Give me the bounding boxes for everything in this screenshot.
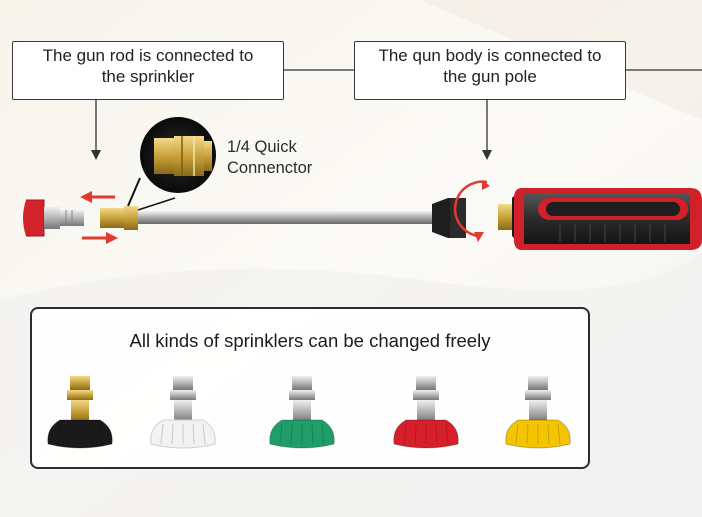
rotate-arrows-icon (453, 180, 490, 242)
gun-rod-callout-line1: The gun rod is connected to (42, 46, 254, 65)
sprinkler-tip-black-icon (47, 376, 113, 449)
gun-rod-callout-line2: the sprinkler (101, 67, 195, 86)
sprinkler-tip-white-icon (150, 376, 216, 449)
panel-title: All kinds of sprinklers can be changed f… (129, 330, 491, 351)
gun-body-callout: The qun body is connected to the gun pol… (354, 41, 626, 100)
quick-connector-label-line2: Connenctor (227, 159, 313, 177)
quick-connector-label: 1/4 Quick Connenctor (227, 137, 312, 179)
gun-body-icon (498, 188, 702, 250)
quick-connector-label-line1: 1/4 Quick (227, 138, 297, 156)
sprinkler-tip-red-icon (393, 376, 459, 449)
red-nozzle-icon (23, 199, 84, 237)
gun-body-callout-line1: The qun body is connected to (378, 46, 602, 65)
gun-body-callout-line2: the gun pole (443, 67, 537, 86)
quick-connector-zoom-icon (127, 117, 216, 211)
gun-rod-callout: The gun rod is connected to the sprinkle… (12, 41, 284, 100)
sprinkler-tip-green-icon (269, 376, 335, 449)
detach-arrows-icon (80, 191, 118, 244)
sprinkler-tip-yellow-icon (505, 376, 571, 449)
